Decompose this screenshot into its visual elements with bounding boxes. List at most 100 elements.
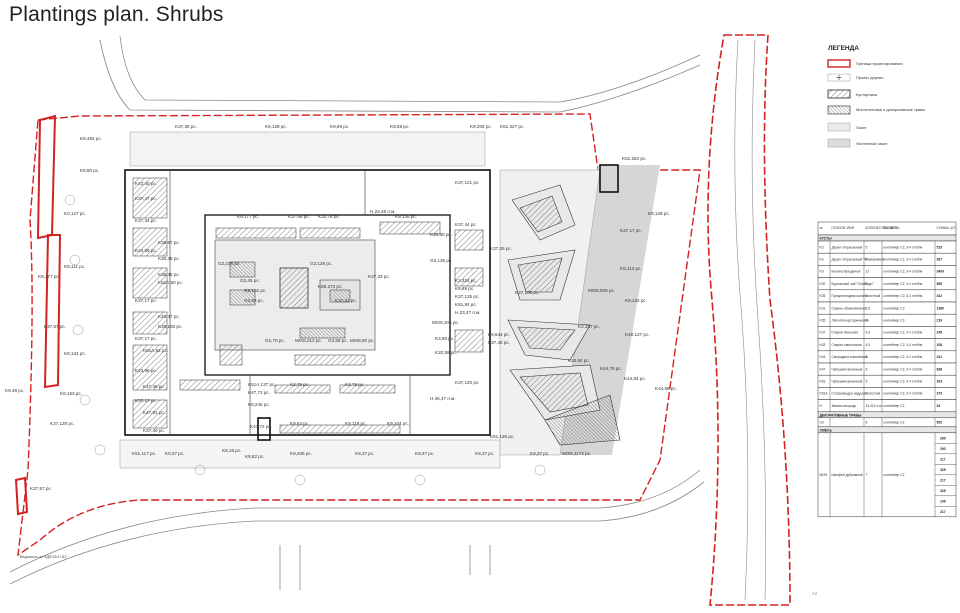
angular-beds bbox=[507, 184, 621, 446]
label-inner-bottom-0: K51A,137 рс. bbox=[248, 382, 276, 387]
table-cell: Стефанандра надрезнолистная bbox=[832, 392, 881, 396]
label-bottom-7: K9,37 рс. bbox=[475, 451, 494, 456]
label-inner-bottom-3: K3,79 рс. bbox=[290, 382, 309, 387]
label-bottom-0: K51,117 рс. bbox=[132, 451, 156, 456]
label-right-3: K9,113 рс. bbox=[620, 266, 642, 271]
table-cell: 12 bbox=[866, 270, 870, 274]
table-header-cell: СУММА, ШТ bbox=[937, 226, 956, 230]
table-section bbox=[817, 426, 957, 434]
table-cell: 638 bbox=[937, 367, 943, 371]
table-cell: контейнер C2 bbox=[884, 473, 905, 477]
table-cell: 357 bbox=[937, 258, 943, 262]
label-inner-left-10: K38,106 рс. bbox=[158, 324, 183, 329]
label-core-10: G2,66 рс. bbox=[328, 338, 348, 343]
table-cell: 325 bbox=[940, 489, 946, 493]
table-cell: 5 bbox=[866, 380, 868, 384]
table-cell: K43 bbox=[820, 343, 826, 347]
table-cell: 33 bbox=[937, 404, 941, 408]
label-inner-right-13: K37,120 рс. bbox=[455, 380, 480, 385]
label-inner-bottom-1: K47,72 рс. bbox=[248, 390, 270, 395]
table-row bbox=[817, 432, 957, 518]
table-cell: 5 bbox=[866, 355, 868, 359]
table-cell: контейнер C2, 3-4 стебля bbox=[884, 282, 923, 286]
table-section-title: КУСТЫ bbox=[820, 237, 833, 241]
label-right-2: K37,17 рс. bbox=[620, 228, 642, 233]
table-cell: 245 bbox=[937, 331, 943, 335]
label-inner-right-14: H,46,47 п.м. bbox=[430, 396, 456, 401]
table-cell: 5 bbox=[866, 319, 868, 323]
label-core-6: K37,33 рс. bbox=[368, 274, 390, 279]
table-cell: контейнер C2, 3-4 стебля bbox=[884, 245, 923, 249]
label-left-9: K9,48 рс. bbox=[5, 388, 24, 393]
table-cell: контейнер C2, 3-4 стебля bbox=[884, 294, 923, 298]
table-cell: 5 bbox=[866, 294, 868, 298]
label-core-11: MIX8,80 рс. bbox=[350, 338, 375, 343]
table-cell: контейнер C2, 3-4 стебля bbox=[884, 355, 923, 359]
table-cell: K31 bbox=[820, 306, 826, 310]
table-cell: 4,5 bbox=[866, 343, 871, 347]
table-cell: 103 bbox=[937, 380, 943, 384]
label-inner-right-8: K9,644 рс. bbox=[488, 332, 510, 337]
label-top-4: K9,206 рс. bbox=[470, 124, 492, 129]
label-inner-left-3: K38,67 рс. bbox=[158, 240, 180, 245]
label-left-4: K9,177 рс. bbox=[38, 274, 60, 279]
label-inner-left-2: K37,34 рс. bbox=[135, 218, 157, 223]
label-core-0: G2,238 рс. bbox=[218, 261, 240, 266]
table-cell: контейнер C2, 3-4 стебля bbox=[884, 392, 923, 396]
table-cell: 241 bbox=[937, 355, 943, 359]
label-inner-right-10: K3,66 рс. bbox=[435, 336, 454, 341]
legend-label-5: Усиленный газон bbox=[856, 141, 887, 146]
table-cell: Спирея японская bbox=[832, 331, 859, 335]
table-cell: 293 bbox=[940, 447, 946, 451]
label-bottom-1: K9,37 рс. bbox=[165, 451, 184, 456]
label-core-2: G2,102 рс. bbox=[244, 288, 266, 293]
legend-heading: ЛЕГЕНДА bbox=[828, 45, 859, 52]
label-core-3: G2,65 рс. bbox=[244, 298, 264, 303]
table-cell: K3 bbox=[820, 245, 824, 249]
label-left-7: K9,163 рс. bbox=[60, 391, 82, 396]
label-inner-top-7: K20,80 рс. bbox=[430, 232, 452, 237]
table-cell: Чубушник венечный bbox=[832, 380, 863, 384]
table-cell: K37 bbox=[820, 331, 826, 335]
label-inner-top-0: K9,177 рс. bbox=[237, 214, 259, 219]
table-cell: контейнер C2, 3-4 стебля bbox=[884, 258, 923, 262]
label-right-7: K40,127 рс. bbox=[625, 332, 650, 337]
label-top-0: K37,35 рс. bbox=[175, 124, 197, 129]
table-header-cell: КОЛИЧЕСТВО, ШТ/М² bbox=[866, 226, 901, 230]
table-cell: контейнер C2, 3-4 стебля bbox=[884, 270, 923, 274]
table-cell: контейнер C3 bbox=[884, 306, 905, 310]
label-left-0: K9,484 рс. bbox=[80, 136, 102, 141]
table-cell: 217 bbox=[940, 510, 946, 514]
table-cell: 217 bbox=[940, 478, 946, 482]
table-cell: Пузыреплодник калинолистный bbox=[832, 294, 881, 298]
table-cell: Сирень обыкновенная bbox=[832, 306, 867, 310]
table-header-cell: РАЗМЕР bbox=[884, 226, 898, 230]
footnote: Ведомость из ЛДП/13/4 Ч12 bbox=[20, 555, 67, 559]
table-cell: 5 bbox=[866, 282, 868, 286]
label-inner-right-7: MIX8,205 рс. bbox=[432, 320, 459, 325]
label-inner-right-5: K51,84 рс. bbox=[455, 302, 477, 307]
table-cell: 1380 bbox=[937, 306, 945, 310]
table-cell: 565 bbox=[937, 282, 943, 286]
label-bottom-9: MIX8,1172 рс. bbox=[562, 451, 591, 456]
label-inner-left-13: K43,96 рс. bbox=[135, 368, 157, 373]
table-cell: контейнер C3 bbox=[884, 319, 905, 323]
label-inner-left-4: K43,69 рс. bbox=[135, 248, 157, 253]
table-cell: Живая изгородь bbox=[832, 404, 857, 408]
table-section-title: СМЕСЬ bbox=[820, 428, 833, 432]
label-right-4: MIX8,509 рс. bbox=[588, 288, 615, 293]
perennial-beds bbox=[229, 261, 351, 339]
label-inner-top-3: H,23,48 п.м. bbox=[370, 209, 396, 214]
label-inner-left-1: K37,47 рс. bbox=[135, 196, 157, 201]
table-cell: контейнер C2 bbox=[884, 404, 905, 408]
label-inner-bottom-2: K9,245 рс. bbox=[248, 402, 270, 407]
table-cell: Спирея ниппонская bbox=[832, 343, 862, 347]
label-inner-left-16: K47,91 рс. bbox=[143, 410, 165, 415]
legend-swatch-boundary bbox=[827, 59, 851, 68]
table-cell: 5 bbox=[866, 367, 868, 371]
label-inner-left-9: K20,47 рс. bbox=[158, 314, 180, 319]
table-section bbox=[817, 234, 957, 242]
legend-swatch-reinforced-lawn bbox=[827, 138, 851, 148]
